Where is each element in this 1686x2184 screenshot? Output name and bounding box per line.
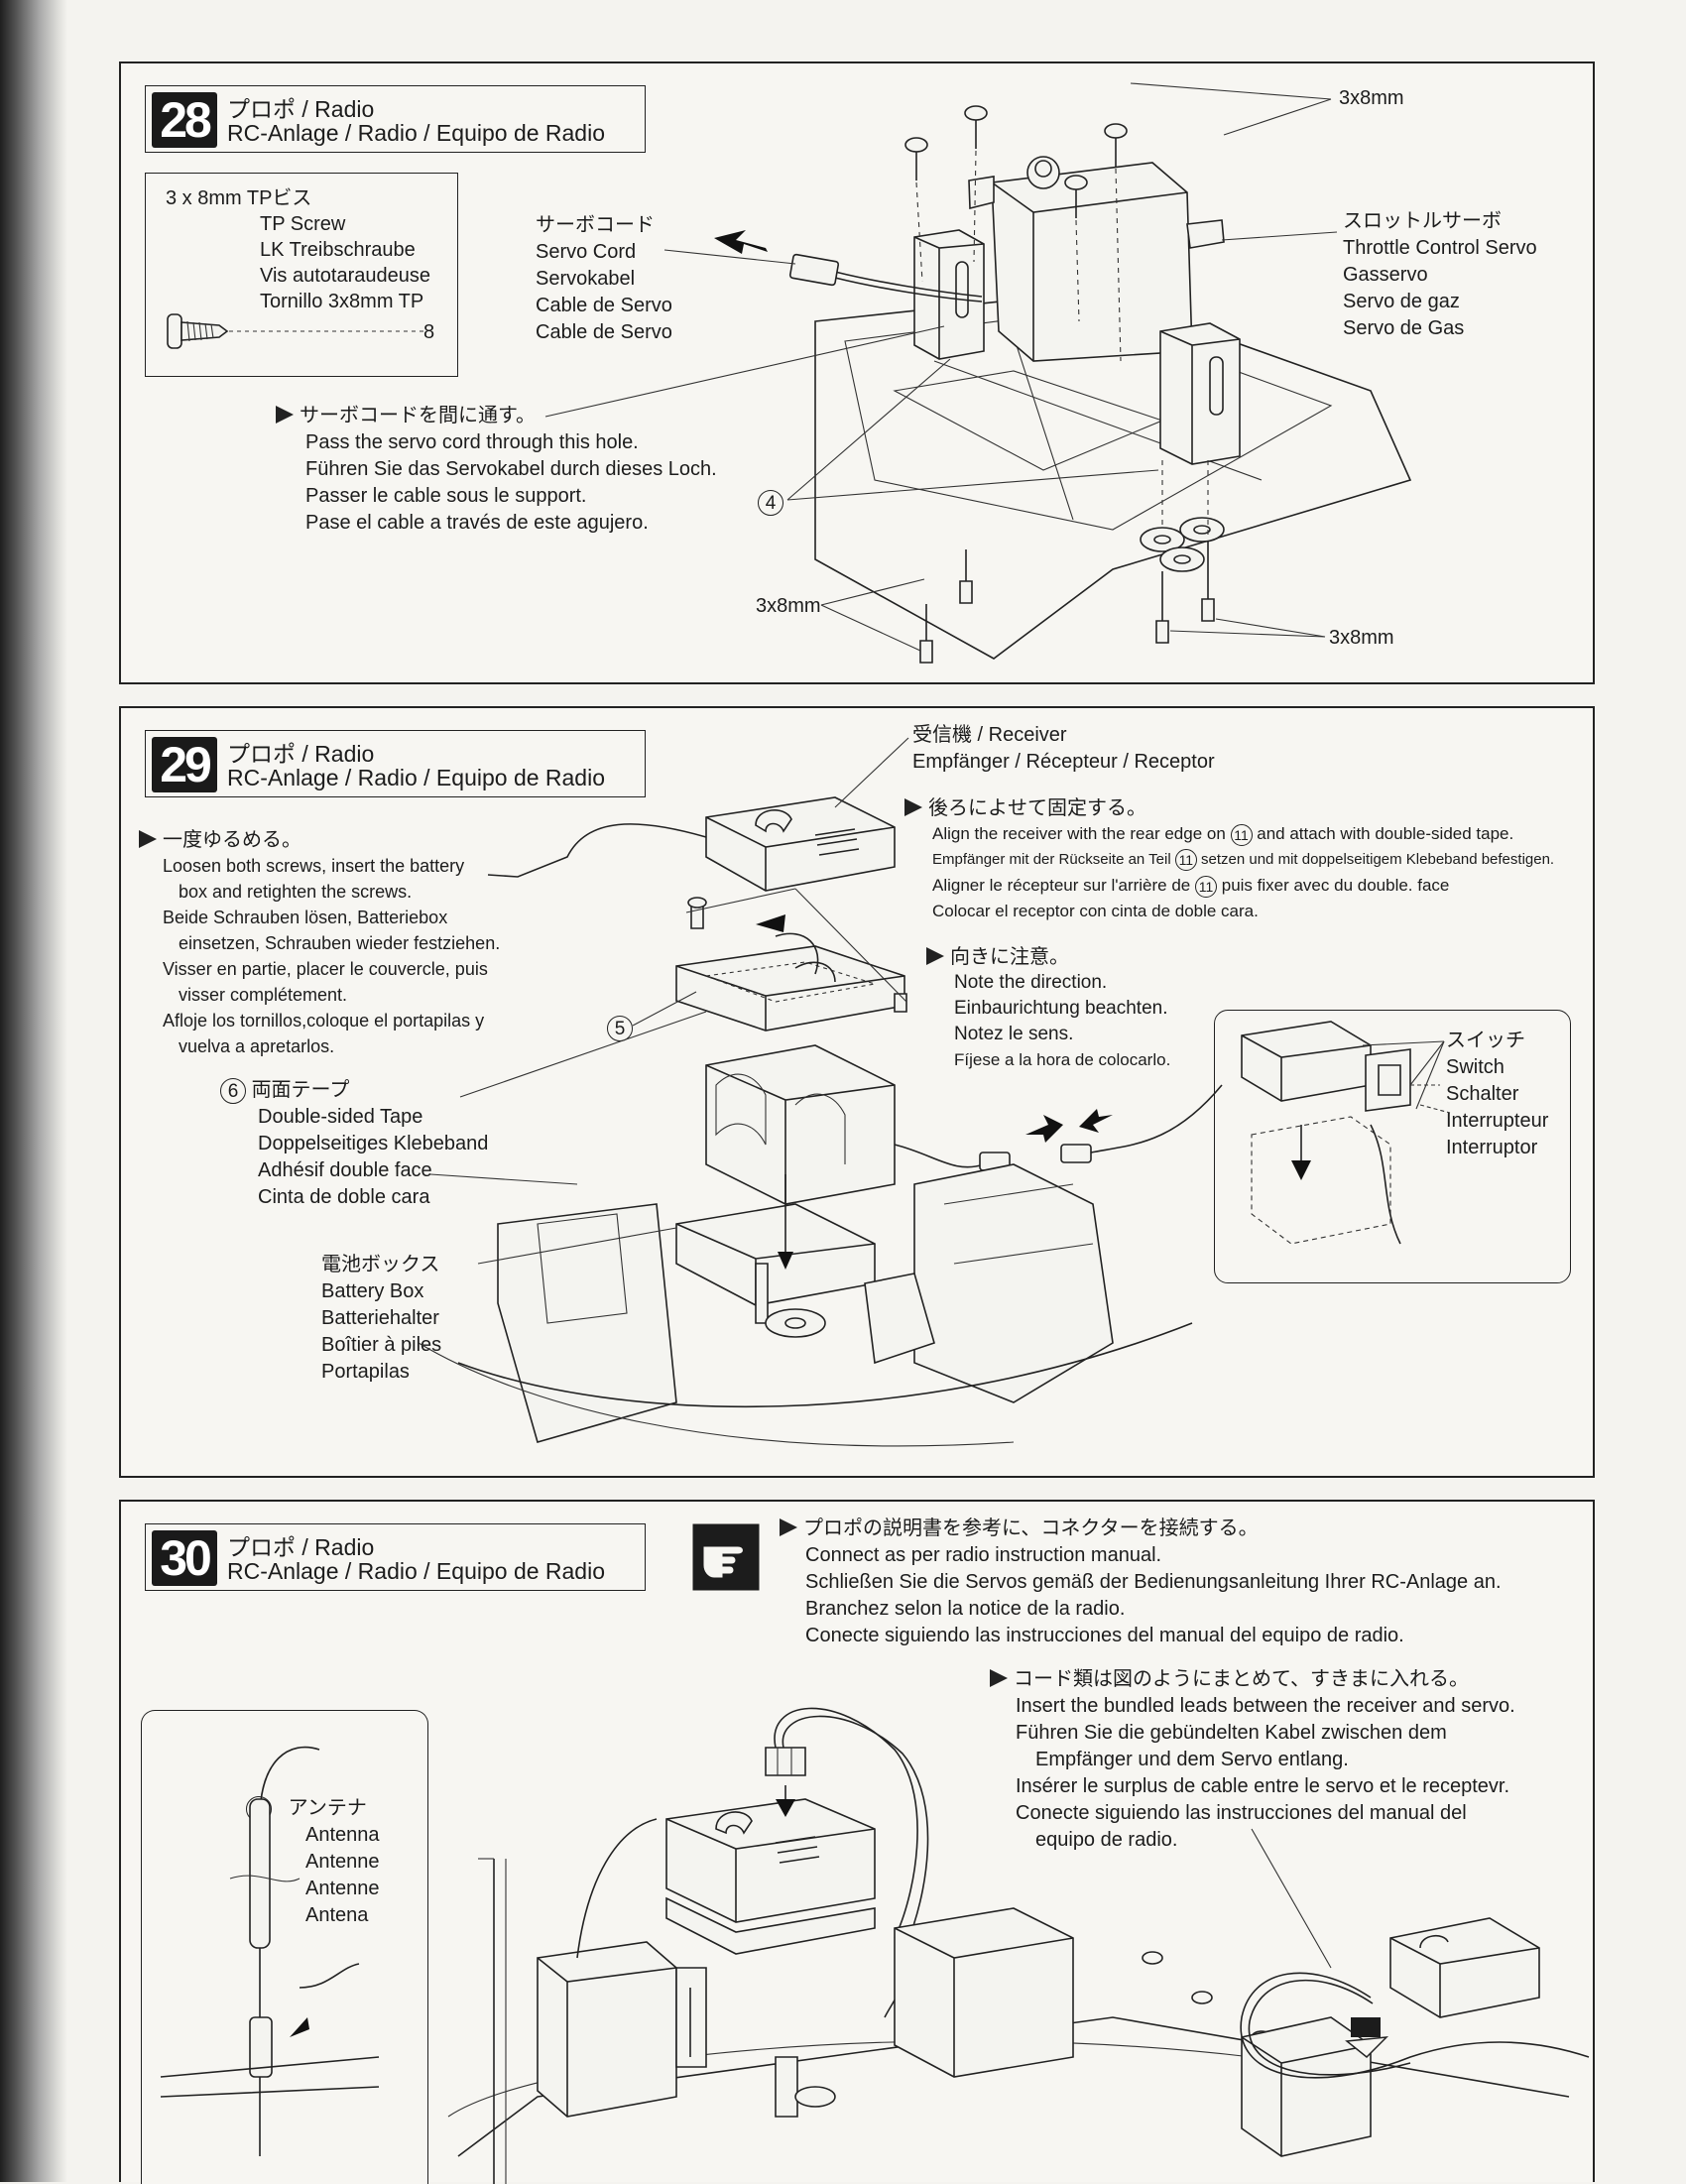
screw-size-bottom-right: 3x8mm bbox=[1329, 627, 1394, 649]
step-28-header: 28 プロポ / Radio RC-Anlage / Radio / Equip… bbox=[145, 85, 646, 153]
antenna-inset bbox=[141, 1710, 428, 2184]
pointer-arrow-icon bbox=[276, 406, 294, 424]
parts-es: Tornillo 3x8mm TP bbox=[260, 291, 424, 312]
servo-cord-note: サーボコードを間に通す。 Pass the servo cord through… bbox=[276, 403, 717, 537]
pointer-arrow-icon bbox=[926, 947, 944, 965]
parts-qty: 8 bbox=[423, 321, 435, 343]
step-30-header: 30 プロポ / Radio RC-Anlage / Radio / Equip… bbox=[145, 1523, 646, 1591]
step-28-panel: 28 プロポ / Radio RC-Anlage / Radio / Equip… bbox=[119, 61, 1595, 684]
step-number: 29 bbox=[152, 737, 217, 792]
servo-mount-illustration bbox=[121, 63, 1597, 686]
step-title: RC-Anlage / Radio / Equipo de Radio bbox=[227, 120, 606, 146]
bundled-leads-note: コード類は図のようにまとめて、すきまに入れる。 Insert the bundl… bbox=[990, 1666, 1515, 1854]
receiver-battery-illustration bbox=[121, 708, 1597, 1480]
step-29-panel: 29 プロポ / Radio RC-Anlage / Radio / Equip… bbox=[119, 706, 1595, 1478]
parts-fr: Vis autotaraudeuse bbox=[260, 265, 430, 287]
step-30-panel: 30 プロポ / Radio RC-Anlage / Radio / Equip… bbox=[119, 1500, 1597, 2184]
parts-en: TP Screw bbox=[260, 213, 346, 235]
double-sided-tape-label: 6 両面テープ Double-sided Tape Doppelseitiges… bbox=[220, 1077, 488, 1211]
part-ref-6: 6 bbox=[220, 1077, 246, 1104]
connect-note: プロポの説明書を参考に、コネクターを接続する。 Connect as per r… bbox=[780, 1516, 1502, 1649]
parts-screw-jp: 3 x 8mm TPビス bbox=[166, 187, 312, 209]
pointing-hand-icon bbox=[692, 1523, 762, 1593]
step-title: RC-Anlage / Radio / Equipo de Radio bbox=[227, 1558, 606, 1584]
step-title: RC-Anlage / Radio / Equipo de Radio bbox=[227, 765, 606, 790]
step-29-header: 29 プロポ / Radio RC-Anlage / Radio / Equip… bbox=[145, 730, 646, 797]
screw-size-bottom-left: 3x8mm bbox=[756, 595, 821, 617]
screw-size-top: 3x8mm bbox=[1339, 87, 1404, 109]
part-ref-4: 4 bbox=[758, 490, 783, 516]
part-ref-5: 5 bbox=[607, 1016, 633, 1041]
loosen-screws-note: 一度ゆるめる。 Loosen both screws, insert the b… bbox=[139, 827, 500, 1059]
receiver-attach-note: 後ろによせて固定する。 Align the receiver with the … bbox=[904, 795, 1554, 924]
direction-note: 向きに注意。 Note the direction. Einbaurichtun… bbox=[926, 944, 1170, 1073]
parts-screw-names: TP Screw LK Treibschraube Vis autotaraud… bbox=[260, 211, 430, 314]
receiver-label: 受信機 / Receiver Empfänger / Récepteur / R… bbox=[912, 724, 1215, 773]
tp-screw-icon bbox=[168, 308, 445, 358]
pointer-arrow-icon bbox=[990, 1669, 1008, 1687]
antenna-label: 7 アンテナ Antenna Antenne Antenne Antena bbox=[246, 1795, 380, 1929]
wiring-illustration bbox=[121, 1502, 1597, 2184]
parts-list-box: 3 x 8mm TPビス TP Screw LK Treibschraube V… bbox=[145, 173, 458, 377]
step-title-jp: プロポ / Radio bbox=[227, 96, 375, 122]
step-title-jp: プロポ / Radio bbox=[227, 741, 375, 767]
switch-label: スイッチ Switch Schalter Interrupteur Interr… bbox=[1446, 1030, 1549, 1158]
throttle-servo-label: スロットルサーボ Throttle Control Servo Gasservo… bbox=[1343, 210, 1537, 339]
pointer-arrow-icon bbox=[904, 798, 922, 816]
step-number: 28 bbox=[152, 92, 217, 148]
servo-cord-label: サーボコード Servo Cord Servokabel Cable de Se… bbox=[536, 214, 672, 343]
pointer-arrow-icon bbox=[139, 830, 157, 848]
step-title-jp: プロポ / Radio bbox=[227, 1534, 375, 1560]
pointer-arrow-icon bbox=[780, 1518, 797, 1536]
battery-box-label: 電池ボックス Battery Box Batteriehalter Boîtie… bbox=[321, 1254, 442, 1383]
scan-binding-shadow bbox=[0, 0, 67, 2182]
step-number: 30 bbox=[152, 1530, 217, 1586]
parts-de: LK Treibschraube bbox=[260, 239, 416, 261]
